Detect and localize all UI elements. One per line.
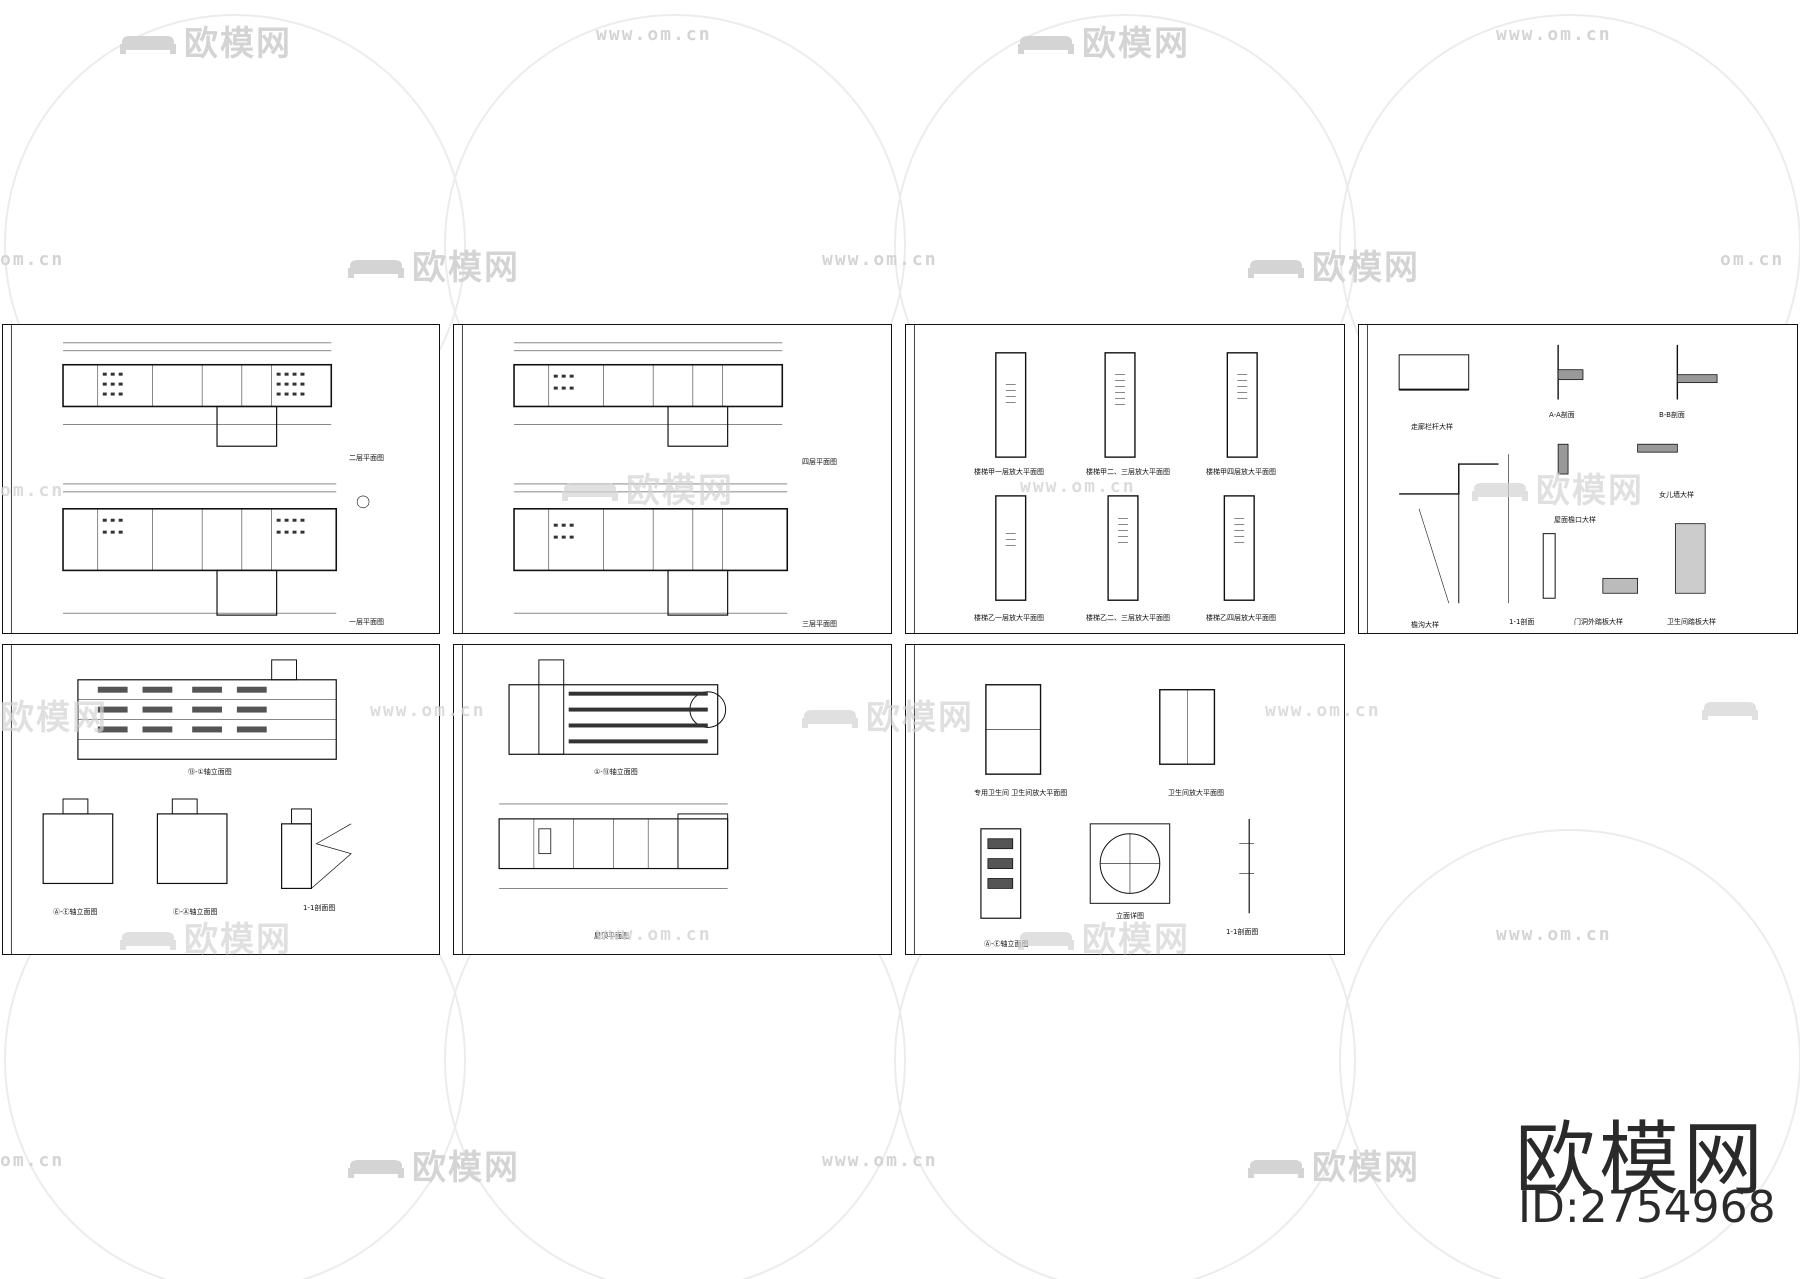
sheet-caption: ①-⑬轴立面图	[594, 768, 638, 776]
drawing-sheet-front-elevation-roof[interactable]: ①-⑬轴立面图 屋顶平面图	[453, 644, 892, 955]
sheet-caption: 二层平面图	[349, 454, 384, 462]
detail-drawing	[1366, 325, 1718, 633]
sheet-caption: 檐沟大样	[1411, 621, 1439, 629]
sheet-caption: 楼梯甲四层放大平面图	[1206, 468, 1276, 476]
floor-plan-drawing	[10, 325, 370, 633]
sheet-caption: Ⓐ-Ⓔ轴立面图	[53, 908, 98, 916]
sheet-caption: 立面详图	[1116, 912, 1144, 920]
sheet-caption: A-A剖面	[1549, 411, 1575, 419]
sheet-caption: 女儿墙大样	[1659, 491, 1694, 499]
sheet-caption: Ⓔ-Ⓐ轴立面图	[173, 908, 218, 916]
sheet-caption: 卫生间踏板大样	[1667, 618, 1716, 626]
sheet-caption: 1-1剖面图	[303, 904, 336, 912]
sheet-caption: 四层平面图	[802, 458, 837, 466]
sheet-caption: 楼梯乙四层放大平面图	[1206, 614, 1276, 622]
drawing-sheet-floor-plans-1-2[interactable]: 二层平面图 一层平面图	[2, 324, 440, 634]
floor-plan-drawing	[461, 325, 789, 633]
sheet-caption: ⑬-①轴立面图	[188, 768, 232, 776]
sheet-caption: Ⓐ-Ⓔ轴立面图	[984, 940, 1029, 948]
sheet-caption: 门洞外踏板大样	[1574, 618, 1623, 626]
drawing-sheet-elevations[interactable]: ⑬-①轴立面图 Ⓐ-Ⓔ轴立面图 Ⓔ-Ⓐ轴立面图 1-1剖面图	[2, 644, 440, 955]
brand-logo-text: 欧模网	[1515, 1113, 1767, 1206]
elevation-roof-drawing	[461, 645, 729, 954]
sheet-caption: 三层平面图	[802, 620, 837, 628]
resource-id: ID:2754968	[1518, 1182, 1776, 1233]
drawing-sheet-stair-plans[interactable]: 楼梯甲一层放大平面图 楼梯甲二、三层放大平面图 楼梯甲四层放大平面图 楼梯乙一层…	[905, 324, 1345, 634]
sheet-caption: B-B剖面	[1659, 411, 1685, 419]
drawing-sheet-details[interactable]: 走廊栏杆大样 A-A剖面 B-B剖面 檐沟大样 女儿墙大样 屋面檐口大样 1-1…	[1358, 324, 1798, 634]
sheet-caption: 专用卫生间 卫生间放大平面图	[974, 789, 1068, 797]
drawing-sheet-floor-plans-3-4[interactable]: 四层平面图 三层平面图	[453, 324, 892, 634]
sheet-caption: 楼梯甲一层放大平面图	[974, 468, 1044, 476]
sheet-caption: 楼梯乙一层放大平面图	[974, 614, 1044, 622]
sheet-caption: 一层平面图	[349, 618, 384, 626]
sheet-caption: 卫生间放大平面图	[1168, 789, 1224, 797]
sheet-caption: 1-1剖面图	[1226, 928, 1259, 936]
sheet-caption: 1-1剖面	[1509, 618, 1535, 626]
sheet-caption: 屋面檐口大样	[1554, 516, 1596, 524]
toilet-detail-drawing	[913, 645, 1255, 954]
elevation-drawing	[10, 645, 352, 954]
sheet-caption: 屋顶平面图	[594, 932, 629, 940]
stair-plan-drawing	[913, 325, 1258, 633]
sheet-caption: 楼梯乙二、三层放大平面图	[1086, 614, 1170, 622]
drawing-sheet-toilet-details[interactable]: 专用卫生间 卫生间放大平面图 卫生间放大平面图 Ⓐ-Ⓔ轴立面图 立面详图 1-1…	[905, 644, 1345, 955]
sheet-caption: 楼梯甲二、三层放大平面图	[1086, 468, 1170, 476]
sheet-caption: 走廊栏杆大样	[1411, 423, 1453, 431]
